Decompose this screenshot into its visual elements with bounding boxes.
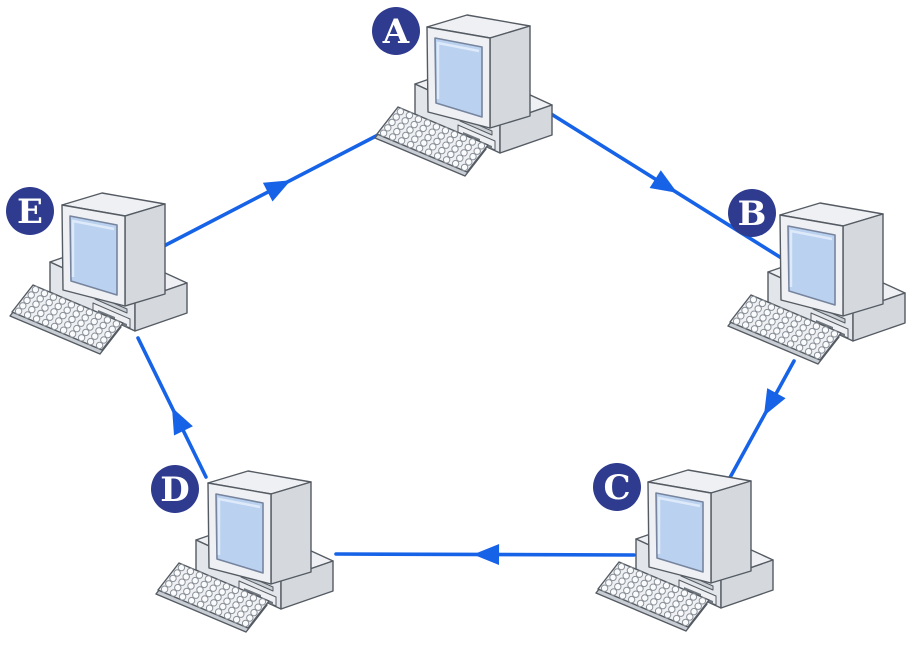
node-badge-c (593, 463, 641, 511)
node-badge-b (728, 189, 776, 237)
edge-e-to-a (158, 133, 380, 250)
direction-arrow-icon (172, 407, 193, 436)
direction-arrow-icon (262, 180, 291, 202)
computer-node-d: D (151, 465, 335, 634)
edge-c-to-d (334, 544, 636, 565)
connection-line (725, 359, 796, 485)
node-badge-d (151, 465, 199, 513)
computer-node-a: A (372, 7, 554, 178)
edge-a-to-b (546, 110, 785, 261)
node-badge-e (6, 187, 54, 235)
node-badge-label: C (603, 468, 630, 508)
edge-b-to-c (725, 359, 796, 485)
computer-node-e: E (6, 187, 189, 356)
edge-d-to-e (136, 336, 208, 479)
node-badge-a (372, 7, 420, 55)
node-badge-label: E (17, 192, 43, 232)
computer-node-c: C (593, 463, 775, 633)
direction-arrow-icon (473, 544, 500, 565)
node-badge-label: B (738, 194, 767, 234)
direction-arrow-icon (649, 170, 678, 193)
node-badge-label: D (160, 470, 189, 510)
direction-arrow-icon (763, 388, 786, 416)
computers-layer: A B C D E (6, 7, 907, 634)
node-badge-label: A (382, 12, 410, 52)
computer-node-b: B (726, 189, 907, 366)
